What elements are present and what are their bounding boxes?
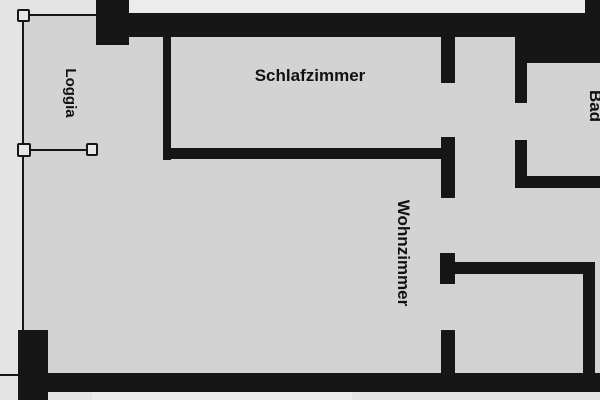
top-strip: [128, 0, 585, 13]
loggia-railing: [0, 9, 98, 376]
wall-bath-top: [515, 13, 600, 63]
wall-partition-2: [441, 137, 455, 198]
room-label-bath: Bad: [586, 90, 600, 122]
wall-bedroom-left: [163, 35, 171, 160]
wall-right: [583, 262, 595, 377]
post-marker: [86, 143, 98, 156]
room-label-bedroom: Schlafzimmer: [255, 66, 366, 85]
post-marker: [17, 143, 31, 157]
wall-partition-1: [441, 35, 455, 83]
wall-partition-4: [441, 330, 455, 377]
wall-room-top: [440, 262, 595, 274]
wall-bottom: [18, 373, 600, 392]
room-label-loggia: Loggia: [62, 68, 79, 118]
post-marker: [17, 9, 30, 22]
wall-bath-left-1: [515, 55, 527, 103]
walls: [18, 0, 600, 400]
wall-bottom-left-block: [18, 330, 48, 400]
floor-area: [24, 15, 600, 377]
room-label-living: Wohnzimmer: [394, 200, 413, 307]
wall-bath-bottom: [515, 176, 600, 188]
wall-bedroom-bottom: [163, 148, 455, 159]
bottom-strip: [92, 392, 352, 400]
